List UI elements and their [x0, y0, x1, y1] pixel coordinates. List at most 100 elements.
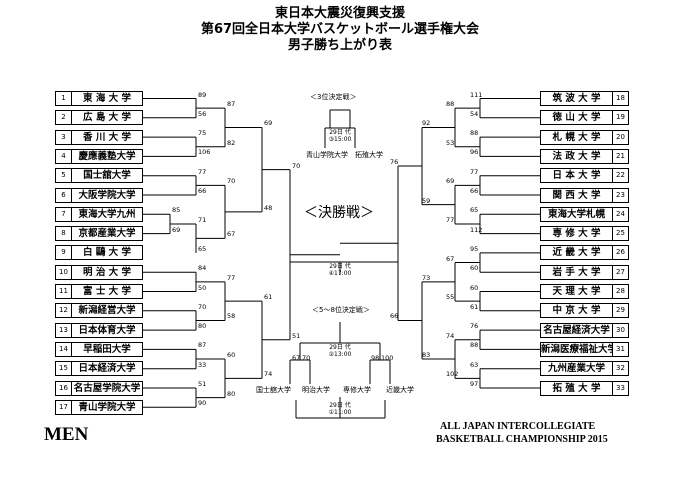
third-place-team-b: 拓殖大学: [355, 151, 383, 159]
seed-number: 3: [56, 130, 72, 144]
left-r1-score-b: 33: [198, 360, 207, 369]
right-r1-score-b: 112: [470, 225, 483, 234]
right-r2-score-a: 88: [446, 100, 455, 109]
third-place-label: ＜3位決定戦＞: [310, 93, 357, 101]
placement-bot-info-time: ①11:00: [328, 409, 352, 416]
left-r2-score-a: 87: [227, 100, 236, 109]
right-r2-score-a: 74: [446, 331, 455, 340]
left-r3-score-a: 69: [264, 119, 273, 128]
team-name: 法 政 大 学: [552, 150, 601, 162]
seed-number: 24: [612, 207, 628, 221]
seed-number: 10: [56, 265, 72, 279]
right-r3-score-a: 92: [422, 119, 431, 128]
right-r2-score-a: 69: [446, 177, 455, 186]
team-name: 日本経済大学: [78, 363, 136, 375]
left-r2b-score-a: 71: [198, 215, 207, 224]
team-name: 専 修 大 学: [552, 228, 601, 240]
right-r2-score-b: 55: [446, 293, 455, 302]
placement-team-4: 近畿大学: [386, 386, 414, 394]
placement-top-info-date: 29日 代: [329, 344, 351, 351]
left-r2-score-b: 82: [227, 138, 236, 147]
left-r1-score-a: 85: [172, 206, 181, 215]
footer-line-1: ALL JAPAN INTERCOLLEGIATE: [440, 421, 596, 432]
seed-number: 22: [612, 169, 628, 183]
left-r3-score-b: 74: [264, 370, 273, 379]
right-r3-score-a: 73: [422, 273, 431, 282]
third-place-info-time: ③15:00: [328, 136, 352, 143]
left-r2-score-a: 77: [227, 273, 236, 282]
right-team-25: 専 修 大 学 25: [540, 226, 629, 242]
seed-number: 15: [56, 362, 72, 376]
left-r1-score-b: 80: [198, 322, 207, 331]
seed-number: 20: [612, 130, 628, 144]
team-name: 東海大学札幌: [547, 208, 605, 220]
placement-score-4: 100: [381, 354, 394, 362]
seed-number: 25: [612, 227, 628, 241]
right-r1-score-a: 63: [470, 360, 479, 369]
seed-number: 30: [612, 323, 628, 337]
seed-number: 1: [56, 92, 72, 105]
team-name: 日 本 大 学: [552, 170, 601, 182]
final-info-date: 29日 代: [329, 263, 351, 270]
right-r1-score-b: 96: [470, 148, 479, 157]
left-team-15: 15 日本経済大学: [55, 361, 143, 377]
right-team-20: 札 幌 大 学 20: [540, 129, 629, 145]
seed-number: 19: [612, 111, 628, 125]
team-name: 香 川 大 学: [83, 131, 131, 143]
right-r1-score-a: 88: [470, 129, 479, 138]
third-place-team-a: 青山学院大学: [306, 151, 348, 159]
team-name: 札 幌 大 学: [552, 131, 601, 143]
team-name: 拓 殖 大 学: [552, 382, 601, 394]
placement-score-2: 70: [302, 354, 311, 362]
left-r1-score-b: 90: [198, 399, 207, 408]
title-line-1: 東日本大震災復興支援: [274, 6, 405, 21]
team-name: 天 理 大 学: [552, 286, 601, 297]
placement-top-info-time: ②13:00: [328, 351, 352, 358]
left-final-score-a: 70: [292, 161, 301, 170]
right-team-24: 東海大学札幌 24: [540, 206, 629, 222]
left-r2-score-b: 80: [227, 389, 236, 398]
team-name: 東 海 大 学: [83, 93, 131, 104]
left-team-3: 3 香 川 大 学: [55, 129, 143, 145]
left-team-10: 10 明 治 大 学: [55, 264, 143, 280]
left-r2-score-b: 58: [227, 312, 236, 321]
footer-line-2: BASKETBALL CHAMPIONSHIP 2015: [436, 434, 608, 445]
right-r1-score-a: 76: [470, 322, 479, 331]
team-name: 白 鷗 大 学: [83, 247, 131, 259]
left-r1-score-b: 56: [198, 109, 207, 118]
right-r2-score-b: 53: [446, 138, 455, 147]
final-label: ＜決勝戦＞: [304, 205, 374, 221]
team-name: 中 京 大 学: [552, 305, 601, 317]
seed-number: 2: [56, 111, 72, 125]
right-r2-score-b: 102: [446, 370, 459, 379]
team-name: 関 西 大 学: [552, 189, 601, 201]
right-r1-score-a: 65: [470, 206, 479, 215]
seed-number: 33: [612, 381, 628, 395]
right-r1-score-b: 97: [470, 380, 479, 388]
seed-number: 12: [56, 304, 72, 318]
team-name: 明 治 大 学: [83, 266, 131, 278]
left-r1-score-a: 75: [198, 129, 207, 138]
right-r1-score-b: 66: [470, 187, 479, 195]
right-r1-score-a: 77: [470, 167, 479, 176]
team-name: 名古屋経済大学: [543, 324, 610, 336]
seed-number: 14: [56, 342, 72, 356]
seed-number: 16: [56, 381, 72, 395]
left-r1-score-b: 66: [198, 187, 207, 195]
left-r1-score-a: 89: [198, 90, 207, 99]
placement-label: ＜5～8位決定戦＞: [312, 306, 370, 314]
team-name: 慶應義塾大学: [78, 150, 136, 162]
right-r1-score-b: 60: [470, 264, 479, 273]
men-label: MEN: [44, 424, 89, 445]
placement-team-1: 国士舘大学: [256, 386, 291, 394]
